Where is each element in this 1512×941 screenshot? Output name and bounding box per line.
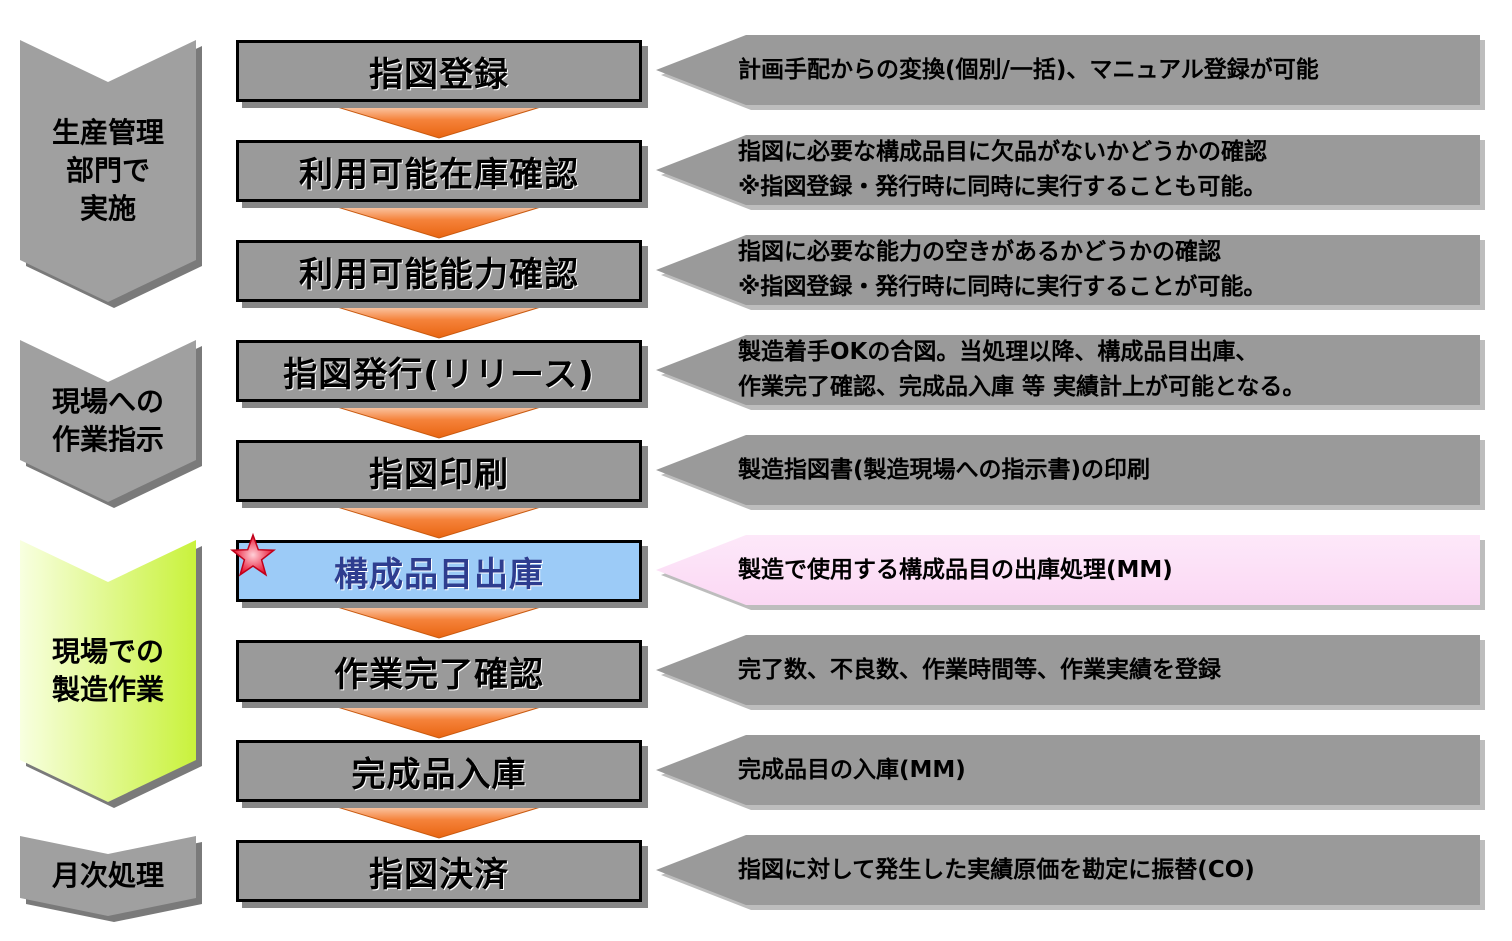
- phase-chevron: 生産管理 部門で 実施: [20, 40, 204, 310]
- description-text: 指図に必要な能力の空きがあるかどうかの確認 ※指図登録・発行時に同時に実行するこ…: [738, 239, 1267, 300]
- phase-label: 月次処理: [51, 859, 164, 892]
- description-callout: 指図に対して発生した実績原価を勘定に振替(CO): [656, 835, 1488, 913]
- connector-arrow-icon: [320, 501, 558, 539]
- star-icon: [230, 532, 276, 577]
- description-text: 計画手配からの変換(個別/一括)、マニュアル登録が可能: [738, 56, 1319, 83]
- connector-arrow-icon: [320, 701, 558, 739]
- description-text: 完成品目の入庫(MM): [738, 756, 966, 783]
- step-box: 指図印刷: [236, 440, 642, 502]
- description-text: 指図に必要な構成品目に欠品がないかどうかの確認 ※指図登録・発行時に同時に実行す…: [738, 139, 1267, 200]
- description-callout: 完了数、不良数、作業時間等、作業実績を登録: [656, 635, 1488, 713]
- connector-arrow-icon: [320, 201, 558, 239]
- step-box: 作業完了確認: [236, 640, 642, 702]
- phase-chevron: 現場への 作業指示: [20, 340, 204, 510]
- description-text: 製造指図書(製造現場への指示書)の印刷: [738, 456, 1151, 483]
- step-box: 利用可能在庫確認: [236, 140, 642, 202]
- step-box: 構成品目出庫: [236, 540, 642, 602]
- description-callout: 計画手配からの変換(個別/一括)、マニュアル登録が可能: [656, 35, 1488, 113]
- phase-label: 現場での 製造作業: [51, 635, 164, 706]
- phase-chevron: 現場での 製造作業: [20, 540, 204, 810]
- description-callout: 製造指図書(製造現場への指示書)の印刷: [656, 435, 1488, 513]
- description-callout: 製造着手OKの合図。当処理以降、構成品目出庫、 作業完了確認、完成品入庫 等 実…: [656, 335, 1488, 413]
- step-label: 構成品目出庫: [334, 554, 544, 595]
- description-text: 完了数、不良数、作業時間等、作業実績を登録: [738, 656, 1221, 683]
- step-box: 利用可能能力確認: [236, 240, 642, 302]
- phase-label: 現場への 作業指示: [51, 385, 164, 456]
- description-text: 製造着手OKの合図。当処理以降、構成品目出庫、 作業完了確認、完成品入庫 等 実…: [738, 339, 1306, 400]
- connector-arrow-icon: [320, 101, 558, 139]
- step-label: 完成品入庫: [351, 754, 527, 795]
- step-label: 指図発行(リリース): [283, 354, 595, 395]
- step-box: 指図決済: [236, 840, 642, 902]
- description-text: 指図に対して発生した実績原価を勘定に振替(CO): [738, 856, 1255, 883]
- description-callout: 製造で使用する構成品目の出庫処理(MM): [656, 535, 1488, 613]
- step-label: 作業完了確認: [334, 654, 544, 695]
- step-box: 完成品入庫: [236, 740, 642, 802]
- connector-arrow-icon: [320, 301, 558, 339]
- step-box: 指図登録: [236, 40, 642, 102]
- step-label: 指図決済: [369, 854, 509, 895]
- description-text: 製造で使用する構成品目の出庫処理(MM): [738, 556, 1173, 583]
- connector-arrow-icon: [320, 801, 558, 839]
- description-callout: 指図に必要な構成品目に欠品がないかどうかの確認 ※指図登録・発行時に同時に実行す…: [656, 135, 1488, 213]
- step-label: 利用可能能力確認: [299, 254, 579, 295]
- description-callout: 指図に必要な能力の空きがあるかどうかの確認 ※指図登録・発行時に同時に実行するこ…: [656, 235, 1488, 313]
- connector-arrow-icon: [320, 601, 558, 639]
- step-label: 指図登録: [369, 54, 509, 95]
- connector-arrow-icon: [320, 401, 558, 439]
- phase-label: 生産管理 部門で 実施: [51, 116, 164, 225]
- phase-chevron: 月次処理: [20, 836, 204, 924]
- step-label: 利用可能在庫確認: [299, 154, 579, 195]
- step-label: 指図印刷: [369, 454, 509, 495]
- step-box: 指図発行(リリース): [236, 340, 642, 402]
- description-callout: 完成品目の入庫(MM): [656, 735, 1488, 813]
